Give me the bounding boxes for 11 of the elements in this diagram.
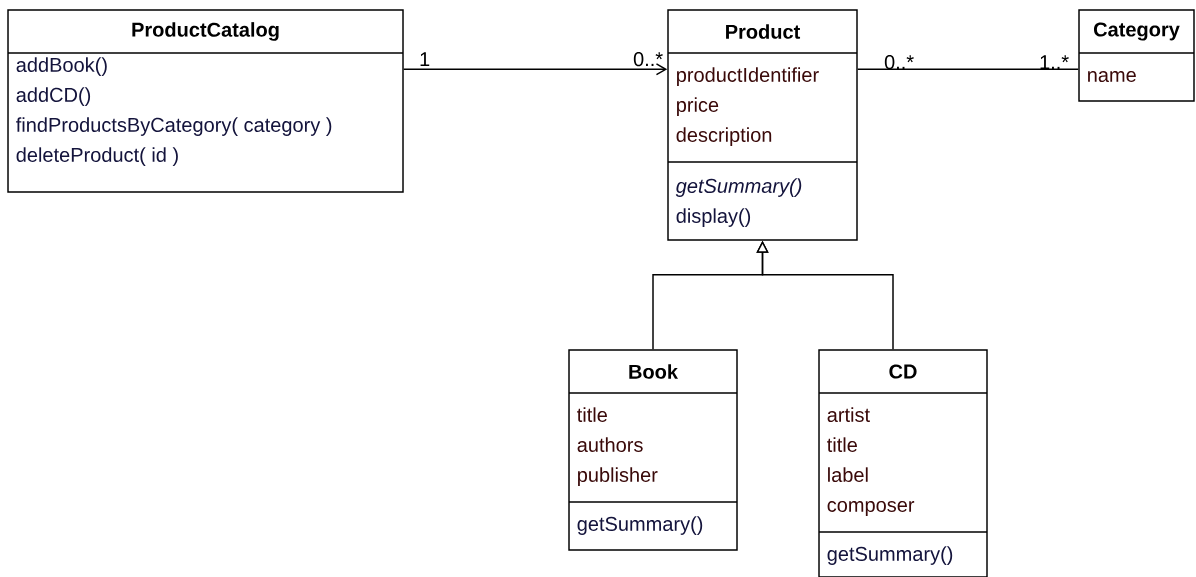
class-box: ProductCatalog addBook() addCD() findProductsByCategory( category ) deleteProduct( id ) [7,9,404,193]
class-box: CD artist title label composer getSummary() [818,349,988,577]
class-box: Book title authors publisher getSummary() [568,349,738,551]
multiplicity-label: 0..* [884,55,914,70]
multiplicity-label: 1 [420,52,430,66]
association-line [857,68,1079,70]
class-box: Category name [1078,9,1195,102]
multiplicity-label: 0..* [633,52,663,67]
multiplicity-label: 1..* [1040,55,1069,69]
class-box: Product productIdentifier price description getSummary() display() [667,9,858,241]
association-arrow [403,63,668,76]
